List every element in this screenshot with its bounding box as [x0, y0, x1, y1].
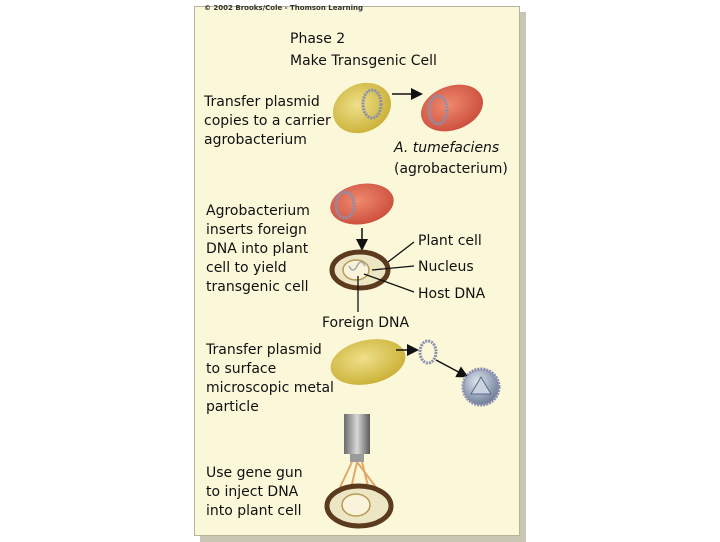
carrier-bacterium-yellow-2 [330, 339, 406, 385]
step1-text: Transfer plasmid copies to a carrier agr… [204, 94, 331, 148]
agrobacterium-red-1 [421, 84, 483, 132]
agrobacterium-red-2 [330, 183, 394, 225]
step2-text: Agrobacterium inserts foreign DNA into p… [206, 203, 310, 295]
label-foreign-dna: Foreign DNA [322, 315, 410, 331]
arrow-coat-particle [435, 359, 469, 378]
label-host-dna: Host DNA [418, 286, 486, 302]
gene-gun [333, 414, 385, 503]
copyright-credit: © 2002 Brooks/Cole - Thomson Learning [204, 4, 364, 12]
pointer-host-dna [363, 273, 415, 293]
isolated-plasmid [418, 339, 438, 365]
plant-cell-1 [329, 249, 391, 291]
plant-cell-2 [324, 483, 394, 529]
step4-text: Use gene gun to inject DNA into plant ce… [206, 465, 303, 519]
title-make-cell: Make Transgenic Cell [290, 53, 437, 69]
pointer-plant-cell [387, 241, 415, 263]
carrier-bacterium-yellow [332, 82, 392, 134]
label-nucleus: Nucleus [418, 259, 474, 275]
organism-name: A. tumefaciens [394, 140, 500, 156]
metal-particle [461, 367, 501, 407]
step3-text: Transfer plasmid to surface microscopic … [206, 342, 334, 415]
label-plant-cell: Plant cell [418, 233, 482, 249]
organism-common-name: (agrobacterium) [394, 161, 508, 177]
title-phase: Phase 2 [290, 31, 346, 47]
pointer-nucleus [371, 265, 415, 271]
